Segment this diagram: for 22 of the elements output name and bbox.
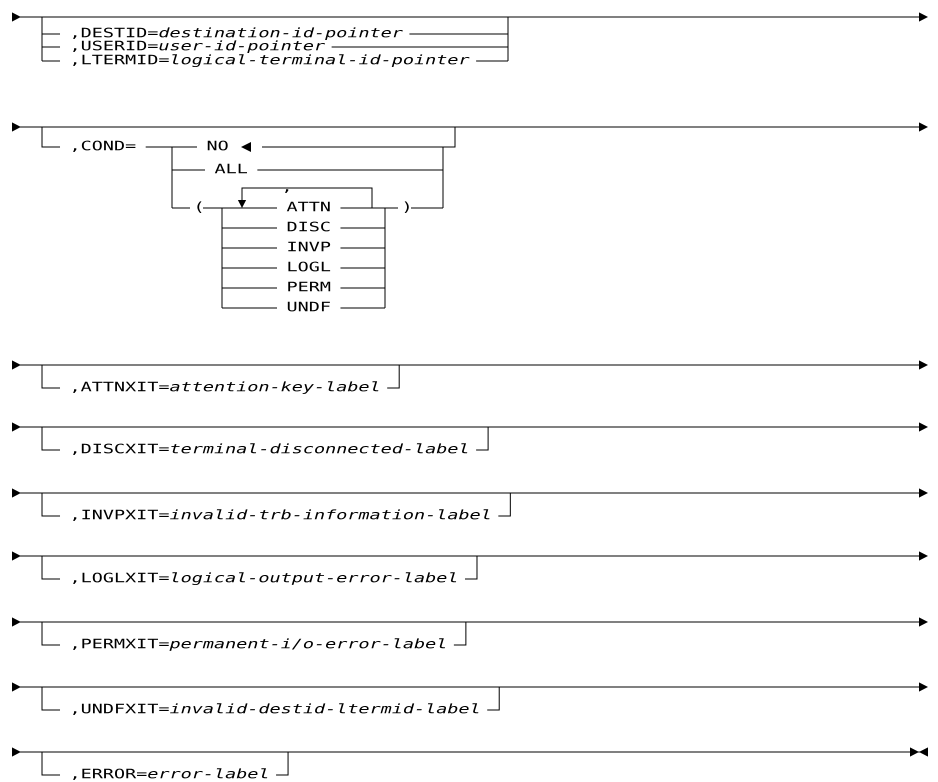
keyword: PERM xyxy=(288,282,330,292)
syntax-option: ,LOGLXIT=logical-output-error-label xyxy=(73,572,456,586)
keyword: LOGL xyxy=(288,262,330,272)
syntax-option: ,PERMXIT=permanent-i/o-error-label xyxy=(73,638,446,651)
keyword: ALL xyxy=(214,164,247,174)
syntax-option: ,USERID=user-id-pointer xyxy=(73,40,325,53)
syntax-option: ,LTERMID=logical-terminal-id-pointer xyxy=(73,54,470,68)
syntax-option: ,COND= xyxy=(73,140,136,152)
keyword: UNDF xyxy=(288,302,330,312)
syntax-option: ,INVPXIT=invalid-trb-information-label xyxy=(73,509,490,522)
keyword: DISC xyxy=(288,222,330,232)
parenthesis: ) xyxy=(404,201,409,213)
syntax-option: ,DISCXIT=terminal-disconnected-label xyxy=(73,443,468,456)
keyword: INVP xyxy=(288,242,330,252)
syntax-option: ,ATTNXIT=attention-key-label xyxy=(73,381,378,394)
keyword: NO xyxy=(208,140,228,150)
syntax-option: ,UNDFXIT=invalid-destid-ltermid-label xyxy=(73,703,478,716)
syntax-option: ,ERROR=error-label xyxy=(73,768,268,780)
separator-comma: , xyxy=(280,181,294,195)
keyword: ATTN xyxy=(286,202,330,212)
parenthesis: ( xyxy=(197,201,202,213)
syntax-option: ,DESTID=destination-id-pointer xyxy=(73,27,403,40)
